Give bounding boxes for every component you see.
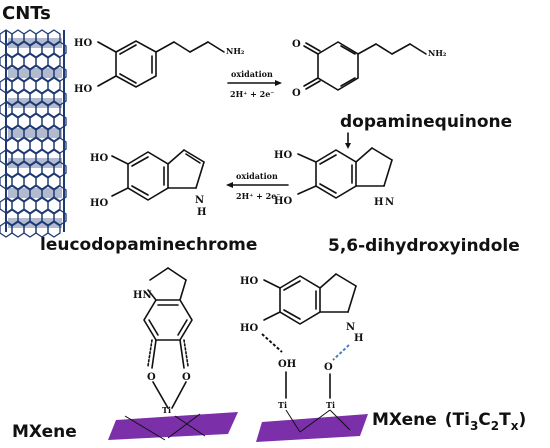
hbond-ho-top: HO [240, 276, 258, 287]
cnt-lattice-line [47, 125, 61, 142]
complex-ti: Ti [162, 405, 171, 415]
leucodopaminechrome-label: leucodopaminechrome [40, 235, 257, 255]
oxidation-arrow-2: oxidation 2H⁺ + 2e⁻ [226, 171, 289, 201]
indoline-ho-top: HO [274, 150, 292, 161]
cnt-lattice-line [47, 173, 61, 190]
dihydroxyindole-molecule: HO HO N H [274, 147, 394, 208]
cnt-lattice-line [53, 113, 67, 130]
cnts-label: CNTs [2, 3, 51, 24]
quinone-nh2: NH₂ [428, 48, 447, 58]
dopamine-ring [115, 40, 157, 88]
cnt-lattice-line [47, 221, 61, 238]
dopamine-molecule: HO HO NH₂ [74, 38, 245, 95]
indoline-nh: N [385, 197, 394, 208]
indoline-h: H [374, 197, 383, 208]
complex-o-left: O [147, 372, 156, 383]
arrow2-top-label: oxidation [236, 171, 278, 181]
arrow2-bottom-label: 2H⁺ + 2e⁻ [236, 191, 281, 201]
svg-text:MXene(Ti3C2Tx): MXene(Ti3C2Tx) [372, 410, 526, 433]
quinone-o-bottom: O [292, 88, 301, 99]
cnt-lattice-line [8, 158, 62, 168]
cnt-lattice-line [8, 218, 62, 228]
mxene-slab-right [256, 409, 368, 442]
complex-o-right: O [182, 372, 191, 383]
cnt-lattice-line [53, 65, 67, 82]
indole-benzene-ring [127, 151, 169, 201]
indole-ho-bottom: HO [90, 198, 108, 209]
down-arrow [345, 132, 351, 149]
cnt-lattice-line [47, 101, 61, 118]
cnt-lattice-line [53, 209, 67, 226]
cnt-lattice-line [47, 29, 61, 46]
arrow1-bottom-label: 2H⁺ + 2e⁻ [230, 89, 275, 99]
cnt-lattice-line [47, 77, 61, 94]
cnt-lattice-line [8, 38, 62, 48]
indole-ho-top: HO [90, 153, 108, 164]
cnt-lattice-line [47, 149, 61, 166]
cnt-lattice-line [47, 53, 61, 70]
hbond-h: H [354, 333, 363, 344]
dopamine-nh2: NH₂ [226, 46, 245, 56]
quinone-o-top: O [292, 39, 301, 50]
cnt-lattice-line [53, 161, 67, 178]
dopamine-ho-bottom: HO [74, 84, 92, 95]
quinone-ring [317, 41, 359, 91]
surface-oh: OH [278, 359, 296, 370]
cnt-lattice-line [53, 89, 67, 106]
arrow1-top-label: oxidation [231, 69, 273, 79]
indoline-ho-bottom: HO [274, 196, 292, 207]
dihydroxyindole-label: 5,6-dihydroxyindole [328, 236, 520, 256]
surface-o: O [324, 362, 333, 373]
hbond-n: N [346, 322, 355, 333]
oxidation-arrow-1: oxidation 2H⁺ + 2e⁻ [227, 69, 282, 99]
indoline-benzene-ring [315, 149, 357, 199]
mxene-slab-left [108, 412, 238, 441]
complex-hn: HN [133, 290, 152, 301]
surface-ti-right: Ti [326, 400, 335, 410]
dopaminequinone-label: dopaminequinone [340, 112, 512, 132]
cnt-lattice-line [8, 98, 62, 108]
surface-ti-left: Ti [278, 400, 287, 410]
cnt-lattice-line [8, 128, 62, 138]
cnt-lattice-line [8, 188, 62, 198]
cnt-lattice-line [53, 185, 67, 202]
cnt-lattice-line [47, 197, 61, 214]
hbond-ring [279, 275, 321, 325]
complex-ring [143, 299, 193, 341]
cnt-lattice-line [53, 137, 67, 154]
mxene-left-complex: HN O O Ti [133, 267, 193, 415]
dopaminequinone-molecule: O O NH₂ [292, 39, 447, 99]
carbon-nanotube [0, 29, 67, 238]
cnt-lattice-line [53, 41, 67, 58]
mxene-right-complex: HO HO N H OH O Ti Ti [240, 273, 363, 410]
indole-h: H [197, 207, 206, 218]
mxene-right-label: MXene(Ti3C2Tx) [372, 410, 526, 433]
dopamine-ho-top: HO [74, 38, 92, 49]
indole-n: N [195, 195, 204, 206]
leucodopaminechrome-molecule: HO HO N H [90, 149, 206, 218]
hbond-ho-bottom: HO [240, 323, 258, 334]
mxene-left-label: MXene [12, 422, 77, 442]
cnt-lattice-line [8, 68, 62, 78]
